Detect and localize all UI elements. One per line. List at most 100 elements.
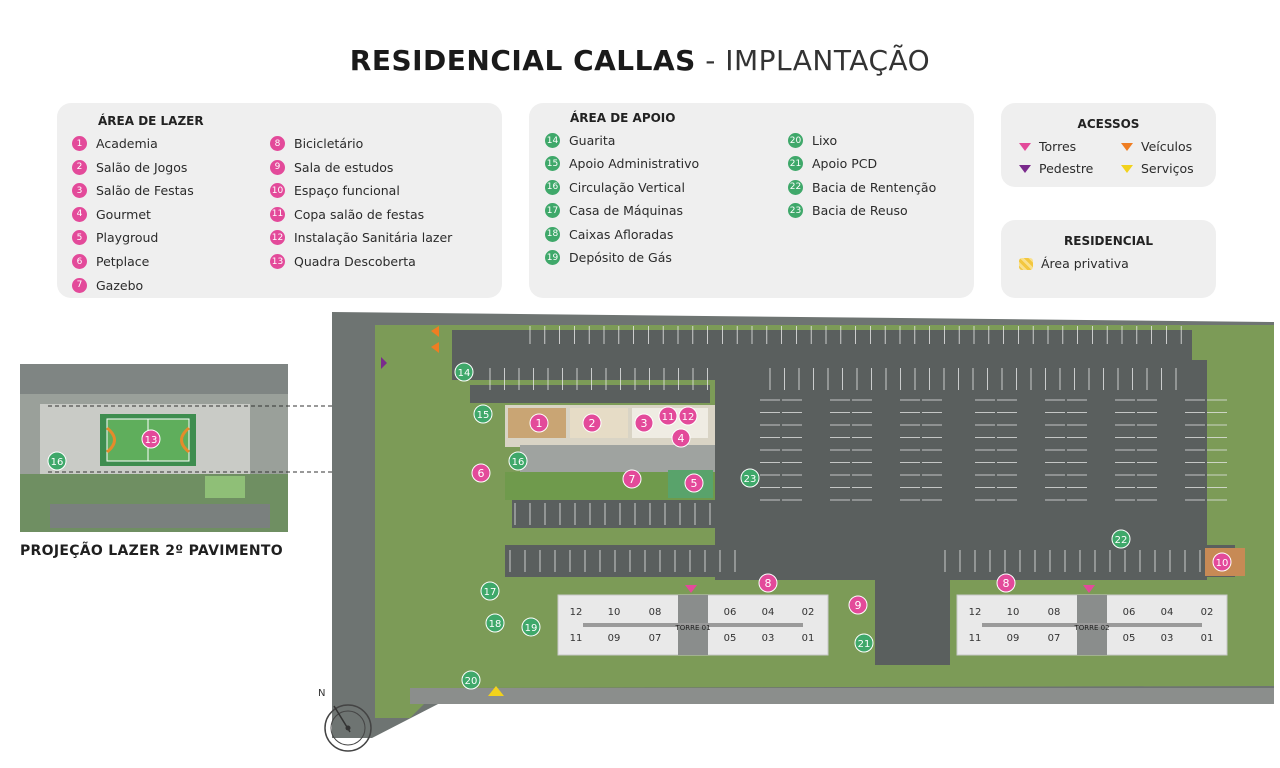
svg-text:20: 20 [465, 676, 478, 687]
acessos-heading: ACESSOS [1077, 117, 1140, 131]
acesso-veiculos: Veículos [1121, 139, 1192, 154]
triangle-icon [1121, 142, 1133, 151]
legend-label: Academia [96, 136, 158, 151]
legend-label: Instalação Sanitária lazer [294, 230, 453, 246]
legend-number-badge: 18 [545, 226, 560, 242]
legend-label: Bacia de Reuso [812, 203, 908, 219]
map-marker-19: 19 [521, 617, 541, 637]
svg-text:13: 13 [145, 435, 158, 446]
unit-label: 04 [762, 607, 775, 618]
legend-item-14: 14 Guarita [545, 133, 615, 148]
svg-text:15: 15 [477, 410, 490, 421]
area-privativa-item: Área privativa [1019, 256, 1129, 271]
map-marker-18: 18 [485, 613, 505, 633]
map-marker-4: 4 [671, 428, 691, 448]
unit-label: 02 [802, 607, 815, 618]
svg-text:10: 10 [1216, 558, 1229, 569]
legend-item-2: 2 Salão de Jogos [72, 159, 188, 175]
svg-text:8: 8 [1003, 577, 1010, 590]
map-marker-2: 2 [582, 413, 602, 433]
title-separator: - [695, 44, 726, 77]
acesso-label: Veículos [1141, 139, 1193, 154]
svg-text:22: 22 [1115, 535, 1128, 546]
legend-label: Quadra Descoberta [294, 254, 416, 269]
legend-label: Salão de Jogos [96, 159, 188, 175]
legend-label: Copa salão de festas [294, 206, 425, 222]
legend-label: Espaço funcional [294, 183, 400, 199]
map-marker-13: 13 [141, 429, 161, 449]
map-marker-1: 1 [529, 413, 549, 433]
unit-label: 09 [1007, 633, 1020, 644]
title-bold: RESIDENCIAL CALLAS [349, 44, 696, 77]
legend-number-badge: 16 [545, 179, 560, 195]
legend-number-badge: 6 [72, 254, 87, 269]
unit-label: 12 [969, 607, 982, 618]
svg-text:16: 16 [51, 457, 64, 468]
map-marker-10: 10 [1212, 552, 1232, 572]
unit-label: 10 [1007, 607, 1020, 618]
map-marker-7: 7 [622, 469, 642, 489]
legend-label: Salão de Festas [96, 183, 194, 199]
unit-label: 07 [649, 633, 662, 644]
unit-label: 01 [802, 633, 815, 644]
legend-number-badge: 15 [545, 156, 560, 172]
svg-text:17: 17 [484, 587, 497, 598]
legend-number-badge: 2 [72, 159, 87, 175]
svg-text:19: 19 [525, 623, 538, 634]
unit-label: 03 [1161, 633, 1174, 644]
area-privativa-label: Área privativa [1041, 256, 1129, 271]
map-marker-9: 9 [848, 595, 868, 615]
unit-label: 08 [649, 607, 662, 618]
svg-text:8: 8 [765, 577, 772, 590]
unit-label: 05 [724, 633, 737, 644]
map-marker-8: 8 [758, 573, 778, 593]
unit-label: 06 [724, 607, 737, 618]
tower-label: TORRE 02 [1073, 624, 1109, 632]
svg-text:18: 18 [489, 619, 502, 630]
unit-label: 10 [608, 607, 621, 618]
unit-label: 06 [1123, 607, 1136, 618]
legend-number-badge: 11 [270, 206, 285, 222]
legend-number-badge: 14 [545, 133, 560, 148]
acesso-label: Pedestre [1039, 161, 1094, 176]
svg-text:6: 6 [478, 467, 485, 480]
legend-label: Depósito de Gás [569, 250, 672, 265]
svg-text:3: 3 [641, 417, 648, 430]
legend-label: Gourmet [96, 206, 151, 222]
map-marker-11: 11 [658, 406, 678, 426]
svg-text:23: 23 [744, 474, 757, 485]
parking-stalls [489, 326, 1227, 572]
legend-label: Casa de Máquinas [569, 203, 684, 219]
legend-label: Sala de estudos [294, 159, 394, 175]
tower-label: TORRE 01 [674, 624, 710, 632]
north-label: N [318, 688, 325, 699]
map-marker-21: 21 [854, 633, 874, 653]
map-marker-22: 22 [1111, 529, 1131, 549]
acesso-label: Serviços [1141, 161, 1194, 176]
apoio-heading: ÁREA DE APOIO [570, 111, 676, 125]
svg-text:2: 2 [589, 417, 596, 430]
legend-label: Guarita [569, 133, 616, 148]
map-marker-16: 16 [47, 451, 67, 471]
map-marker-14: 14 [454, 362, 474, 382]
svg-text:16: 16 [512, 457, 525, 468]
map-marker-6: 6 [471, 463, 491, 483]
legend-number-badge: 5 [72, 230, 87, 246]
legend-number-badge: 3 [72, 183, 87, 199]
lazer-heading: ÁREA DE LAZER [98, 114, 204, 128]
legend-number-badge: 7 [72, 277, 87, 293]
triangle-icon [1019, 142, 1031, 151]
